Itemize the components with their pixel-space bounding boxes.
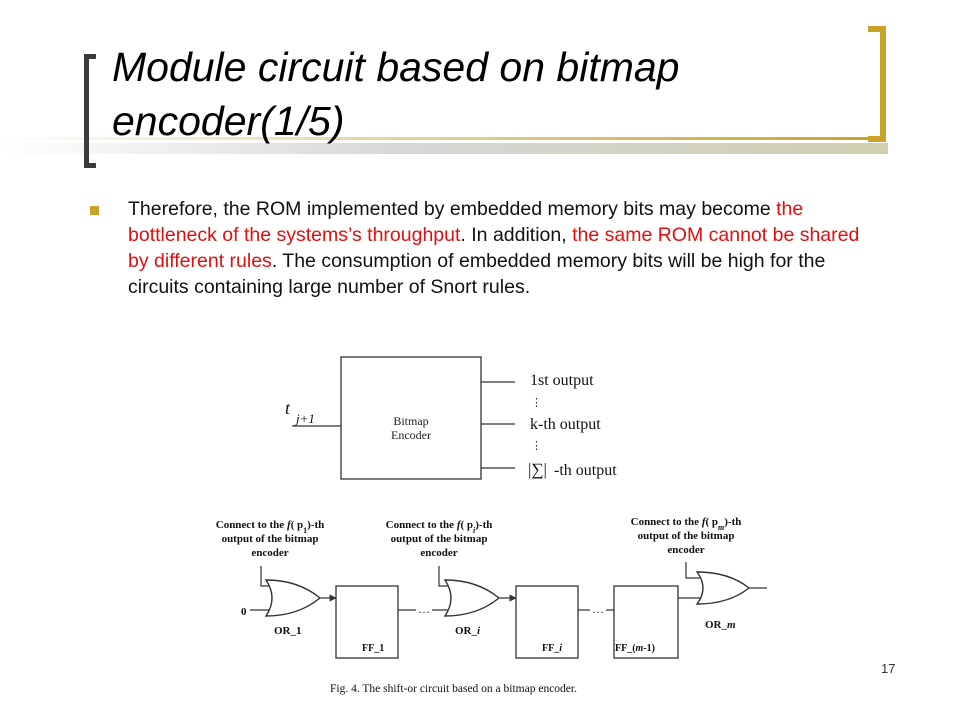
or-gate-1-label: OR_1	[274, 625, 302, 637]
or-gate-m-label: OR_m	[705, 619, 736, 631]
orm-top-input-line	[685, 562, 702, 579]
header-gold-band	[0, 137, 880, 140]
slide-title: Module circuit based on bitmap encoder(1…	[112, 44, 680, 144]
connect-label-1-line3: encoder	[251, 547, 288, 559]
output-last-label: -th output	[554, 462, 617, 479]
or1-top-input-line	[260, 566, 271, 587]
flip-flop-m-minus-1-label: FF_(m-1)	[615, 643, 655, 654]
connect-label-i-line3: encoder	[420, 547, 457, 559]
input-label-t: t	[285, 398, 291, 418]
connect-label-i-line2: output of the bitmap	[391, 533, 488, 545]
or-gate-m	[695, 571, 751, 605]
page-number: 17	[881, 661, 896, 676]
bitmap-encoder-box	[340, 356, 482, 480]
or-gate-i-label: OR_i	[455, 625, 481, 637]
encoder-label-line2: Encoder	[391, 428, 431, 442]
connect-label-m-line3: encoder	[667, 544, 704, 556]
output-k-label: k-th output	[530, 416, 601, 433]
bullet-text-part: . The consumption of embedded memory bit…	[128, 250, 826, 298]
header-gray-band	[0, 143, 888, 154]
left-bracket	[84, 54, 96, 168]
or-gate-1	[264, 579, 322, 617]
highlight-bottleneck: the bottleneck of the systems’s throughp…	[128, 198, 804, 246]
bullet-text-part: Therefore, the ROM implemented by embedd…	[128, 198, 777, 220]
input-label-subscript: j+1	[294, 411, 315, 426]
ori-top-input-line	[438, 566, 450, 587]
connect-label-i-line1: Connect to the f( pi)-th	[386, 519, 493, 535]
encoder-label-line1: Bitmap	[393, 414, 428, 428]
connect-label-1-line2: output of the bitmap	[222, 533, 319, 545]
right-bracket	[868, 26, 886, 142]
flip-flop-1-label: FF_1	[362, 643, 384, 654]
or-gate-i	[443, 579, 501, 617]
shift-or-circuit-figure: Bitmap Encoder t j+1 1st output ⋮ k-th o…	[216, 356, 767, 695]
figure-caption: Fig. 4. The shift-or circuit based on a …	[330, 683, 577, 695]
connect-label-1-line1: Connect to the f( p1)-th	[216, 519, 325, 535]
output-1-label: 1st output	[530, 372, 594, 389]
highlight-rom-not-shared: the same ROM cannot be shared by differe…	[128, 224, 860, 272]
ellipsis-1: …	[418, 602, 430, 616]
zero-input-label: 0	[241, 606, 247, 618]
connect-label-m-line2: output of the bitmap	[638, 530, 735, 542]
bullet-text-part: . In addition,	[460, 224, 573, 246]
bullet-text: Therefore, the ROM implemented by embedd…	[128, 196, 868, 300]
output-last-symbol: |∑|	[528, 460, 547, 479]
output-dots-1: ⋮	[531, 397, 542, 409]
flip-flop-i-label: FF_i	[542, 643, 562, 654]
output-dots-2: ⋮	[531, 440, 542, 452]
bullet-marker	[90, 206, 99, 215]
flip-flop-1	[335, 585, 399, 659]
ellipsis-2: …	[592, 602, 604, 616]
connect-label-m-line1: Connect to the f( pm)-th	[631, 516, 742, 532]
flip-flop-m-minus-1	[613, 585, 679, 659]
flip-flop-i	[515, 585, 579, 659]
